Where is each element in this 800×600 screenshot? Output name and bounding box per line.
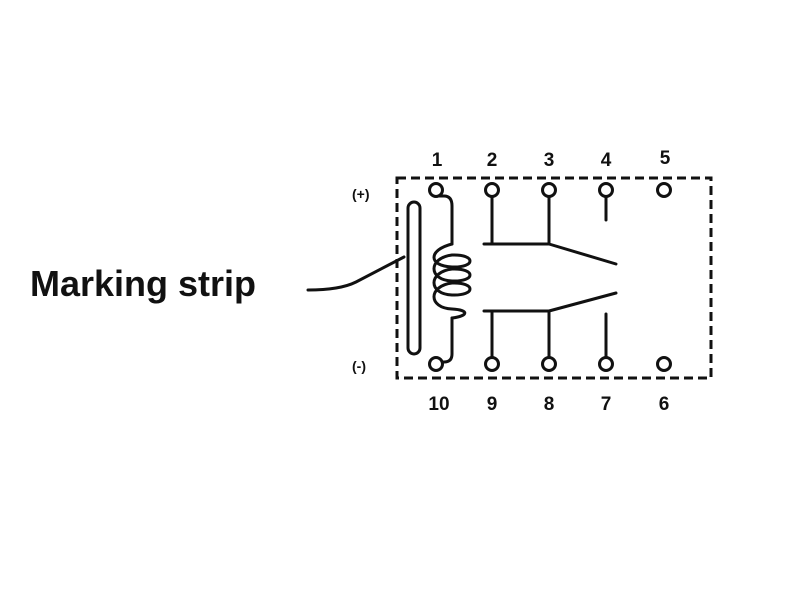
pin-9-terminal xyxy=(484,356,500,372)
polarity-plus-label: (+) xyxy=(352,186,370,202)
pin-number-4: 4 xyxy=(601,150,612,171)
pin-number-3: 3 xyxy=(544,150,555,171)
pin-1-terminal xyxy=(428,182,444,198)
pin-number-8: 8 xyxy=(544,394,555,415)
polarity-minus-label: (-) xyxy=(352,358,366,374)
callout-leader-line xyxy=(306,255,406,292)
lower-switch-arm xyxy=(547,291,618,313)
coil-lead-bottom xyxy=(434,316,454,364)
relay-coil xyxy=(432,242,472,320)
pin-7-terminal xyxy=(598,356,614,372)
pin-number-5: 5 xyxy=(660,148,671,169)
coil-lead-top xyxy=(434,194,454,246)
pin-number-10: 10 xyxy=(428,394,449,415)
pin-6-terminal xyxy=(656,356,672,372)
pin-number-7: 7 xyxy=(601,394,612,415)
pin-number-6: 6 xyxy=(659,394,670,415)
pin-2-terminal xyxy=(484,182,500,198)
pin-10-terminal xyxy=(428,356,444,372)
pin-5-terminal xyxy=(656,182,672,198)
pin-number-1: 1 xyxy=(432,150,443,171)
pin-number-9: 9 xyxy=(487,394,498,415)
pin-8-terminal xyxy=(541,356,557,372)
marking-strip xyxy=(406,200,422,356)
pin-number-2: 2 xyxy=(487,150,498,171)
marking-strip-label: Marking strip xyxy=(30,263,256,304)
pin-3-terminal xyxy=(541,182,557,198)
pin-4-terminal xyxy=(598,182,614,198)
upper-switch-arm xyxy=(547,242,618,266)
relay-housing-outline xyxy=(395,176,713,380)
